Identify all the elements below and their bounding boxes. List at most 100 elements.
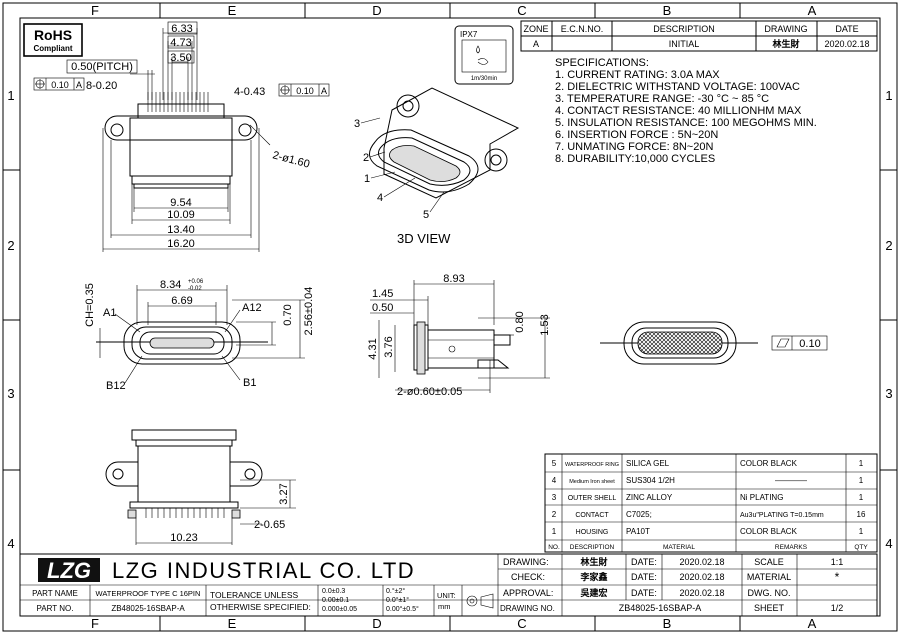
callout-1: 1 [364, 173, 370, 185]
bom-qty: 1 [859, 476, 864, 485]
dim-ch: CH=0.35 [84, 283, 96, 327]
top-view: 6.33 4.73 3.50 0.50(PITCH) 0.10 A 8-0.20… [33, 21, 330, 252]
bom-material: PA10T [626, 527, 650, 536]
callout-5: 5 [423, 209, 429, 221]
tol-linear: 0.0±0.3 [322, 588, 345, 595]
dim-16-20: 16.20 [167, 238, 195, 250]
sheet-label: SHEET [754, 603, 785, 613]
rohs-title: RoHS [34, 27, 72, 43]
part-name-label: PART NAME [32, 589, 78, 598]
title-block: LZG LZG INDUSTRIAL CO. LTD PART NAME WAT… [19, 553, 878, 617]
bom-remarks: COLOR BLACK [740, 527, 798, 536]
dim-6-69: 6.69 [171, 295, 192, 307]
col-label: F [91, 616, 99, 631]
date-label: DATE: [631, 588, 657, 598]
bom-header-remarks: REMARKS [775, 544, 808, 551]
dim-10-09: 10.09 [167, 209, 195, 221]
bom-material: SILICA GEL [626, 459, 670, 468]
dim-3-50: 3.50 [170, 52, 191, 64]
dim-0-70: 0.70 [282, 304, 294, 325]
fcf-tol: 0.10 [296, 86, 314, 96]
rev-date: 2020.02.18 [824, 39, 869, 49]
drawing-no-label: DRAWING NO. [500, 604, 555, 613]
bom-remarks: Ni PLATING [740, 493, 783, 502]
col-label: C [517, 3, 526, 18]
unit-label: UNIT: [437, 591, 456, 600]
rev-header: ZONE [523, 24, 548, 34]
row-label: 1 [885, 88, 892, 103]
tol-linear: 0.000±0.05 [322, 606, 357, 613]
spec-item: 5. INSULATION RESISTANCE: 100 MEGOHMS MI… [555, 117, 817, 129]
iso-view: 3 2 1 4 5 3D VIEW [354, 87, 520, 246]
dim-pins-8: 8-0.20 [86, 80, 117, 92]
dim-8-34: 8.34 [160, 279, 181, 291]
rohs-subtitle: Compliant [33, 44, 72, 53]
tolerance-label: OTHERWISE SPECIFIED: [210, 602, 311, 612]
drawing-sig: 林生財 [580, 556, 607, 567]
spec-item: 3. TEMPERATURE RANGE: -30 °C ~ 85 °C [555, 93, 769, 105]
fcf-tol: 0.10 [51, 80, 69, 90]
rohs-badge: RoHS Compliant [23, 23, 83, 57]
bom-qty: 16 [857, 510, 866, 519]
dim-9-54: 9.54 [170, 197, 191, 209]
flatness-symbol-icon [776, 338, 790, 348]
dim-4-31: 4.31 [367, 338, 379, 359]
dwg-no-label: DWG. NO. [748, 588, 791, 598]
tolerance-label: TOLERANCE UNLESS [210, 590, 299, 600]
rev-header: DESCRIPTION [653, 24, 715, 34]
water-drop-icon [476, 45, 480, 54]
scale: 1:1 [831, 557, 844, 567]
flatness-tol: 0.10 [799, 338, 820, 350]
col-label: A [808, 3, 817, 18]
rev-drawing: 林生財 [772, 38, 799, 49]
col-label: B [663, 616, 672, 631]
bom-description: OUTER SHELL [568, 495, 617, 502]
date-label: DATE: [631, 557, 657, 567]
bom-description: HOUSING [576, 529, 609, 536]
check-label: CHECK: [511, 572, 545, 582]
bom-no: 3 [552, 493, 557, 502]
date: 2020.02.18 [679, 588, 724, 598]
row-label: 4 [885, 536, 892, 551]
dim-hole: 2-ø1.60 [271, 149, 311, 170]
bom-remarks: ———— [775, 476, 807, 485]
specifications: SPECIFICATIONS: 1. CURRENT RATING: 3.0A … [555, 57, 817, 165]
date-label: DATE: [631, 572, 657, 582]
row-label: 4 [7, 536, 14, 551]
dim-pitch: 0.50(PITCH) [71, 61, 133, 73]
bom-description: Medium Iron sheet [569, 479, 615, 485]
pin-b12: B12 [106, 380, 126, 392]
bom-description: CONTACT [575, 512, 609, 519]
tol-angular: 0.°±2° [386, 587, 405, 595]
col-label: C [517, 616, 526, 631]
spec-item: 7. UNMATING FORCE: 8N~20N [555, 141, 713, 153]
pin-a1: A1 [103, 307, 116, 319]
bom-no: 5 [552, 459, 557, 468]
material: * [835, 570, 840, 584]
side-view: 8.93 1.45 0.50 0.80 1.53 4.31 3.76 2-ø0.… [367, 273, 551, 398]
company-logo [38, 558, 100, 582]
iso-view-label: 3D VIEW [397, 231, 451, 246]
callout-2: 2 [363, 152, 369, 164]
part-name: WATERPROOF TYPE C 16PIN [96, 589, 201, 598]
dim-2-0-65: 2-0.65 [254, 519, 285, 531]
fcf-ref: A [321, 86, 327, 96]
bom-material: ZINC ALLOY [626, 493, 673, 502]
bom-qty: 1 [859, 493, 864, 502]
approval-label: APPROVAL: [503, 588, 553, 598]
date: 2020.02.18 [679, 572, 724, 582]
bom-header-qty: QTY [854, 544, 868, 551]
dim-0-60: 2-ø0.60±0.05 [397, 386, 462, 398]
row-label: 2 [7, 238, 14, 253]
col-label: E [228, 3, 237, 18]
flatness-view: 0.10 [600, 321, 828, 365]
revision-table: ZONE E.C.N.NO. DESCRIPTION DRAWING DATE … [520, 20, 878, 52]
callout-3: 3 [354, 118, 360, 130]
dim-10-23: 10.23 [170, 532, 198, 544]
tol-linear: 0.00±0.1 [322, 597, 349, 604]
rev-zone: A [533, 39, 539, 49]
check-sig: 李家鑫 [579, 571, 607, 582]
sheet: 1/2 [831, 603, 844, 613]
col-label: D [372, 616, 381, 631]
